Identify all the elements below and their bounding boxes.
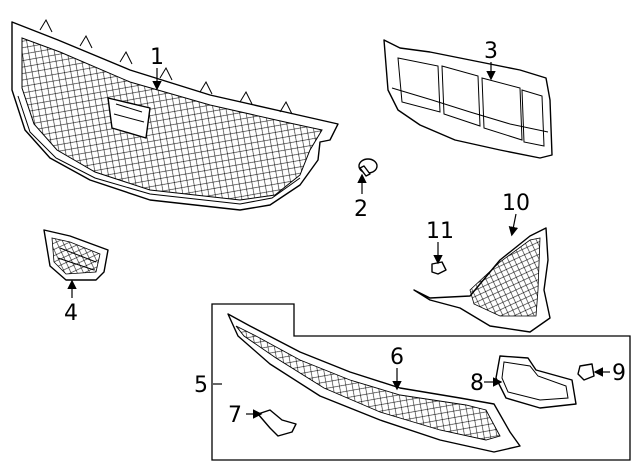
leader-lines [67, 62, 610, 419]
callout-2: 2 [354, 197, 368, 222]
callout-10: 10 [502, 191, 530, 216]
callout-11: 11 [426, 219, 454, 244]
push-pin [358, 158, 378, 177]
callout-1: 1 [150, 45, 164, 70]
air-deflector [383, 39, 553, 159]
retainer-clip [577, 363, 595, 381]
callout-labels: 1 2 3 4 5 6 7 8 9 10 11 [64, 39, 626, 428]
callout-8: 8 [470, 371, 484, 396]
callout-7: 7 [228, 403, 242, 428]
clip-nut [431, 261, 447, 275]
cover-plate [495, 355, 577, 409]
callout-3: 3 [484, 39, 498, 64]
callout-9: 9 [612, 361, 626, 386]
callout-5: 5 [194, 373, 208, 398]
upper-grille [11, 18, 339, 211]
emblem [43, 229, 109, 281]
lower-assembly-box [211, 303, 631, 461]
callout-6: 6 [390, 345, 404, 370]
callout-4: 4 [64, 301, 78, 326]
bracket [257, 409, 297, 437]
side-grille [413, 227, 551, 333]
lower-grille [227, 313, 521, 453]
